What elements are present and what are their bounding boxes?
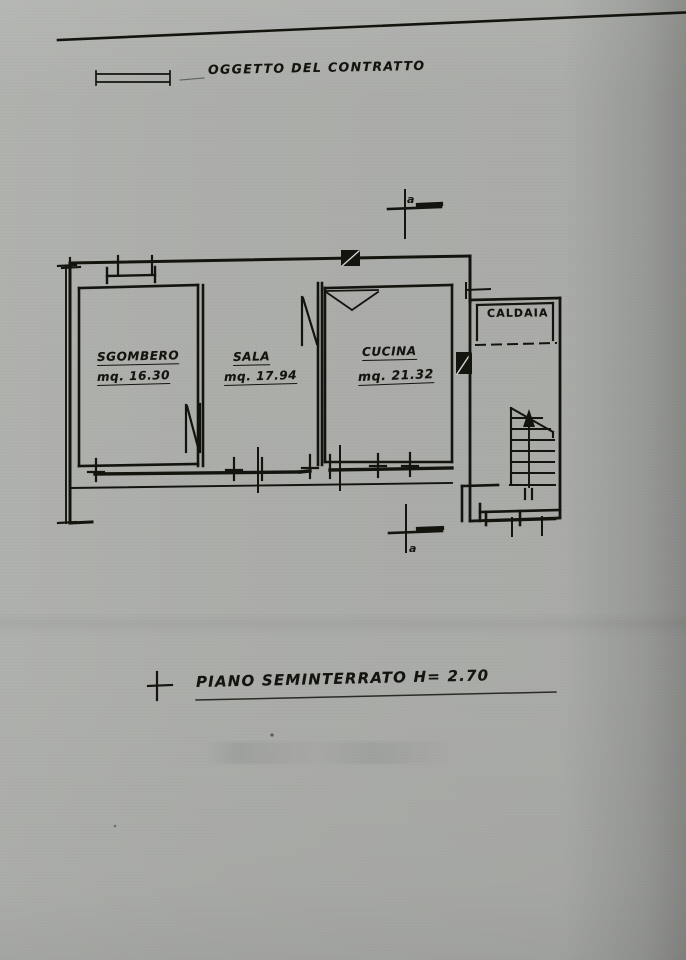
caption-tick xyxy=(146,670,174,702)
scan-artifact-dot xyxy=(270,733,274,737)
room-label-cucina: CUCINA xyxy=(361,343,417,361)
outer-wall-envelope xyxy=(68,254,472,525)
dimension-ticks-left xyxy=(56,263,78,525)
caldaia-room-box xyxy=(475,301,555,342)
section-marker-top-label: a xyxy=(407,193,415,206)
dimension-marks-right xyxy=(464,282,543,537)
room-area-sala: mq. 17.94 xyxy=(223,367,298,386)
room-label-sgombero: SGOMBERO xyxy=(96,348,180,366)
door-swing-sala-cucina xyxy=(324,289,380,312)
room-label-caldaia: CALDAIA xyxy=(486,306,549,320)
window-opening-sgombero xyxy=(105,265,157,285)
dimension-ticks-top xyxy=(60,254,154,278)
top-rule xyxy=(56,11,686,42)
stair-start-marker xyxy=(523,487,534,501)
dimension-marks-inner xyxy=(257,445,341,493)
legend-leader-line xyxy=(179,77,205,81)
dimension-ticks-bottom xyxy=(86,451,420,483)
section-marker-bottom-label: a xyxy=(409,542,417,555)
room-label-sala: SALA xyxy=(232,349,271,366)
door-leaf-sala-cucina xyxy=(300,295,320,347)
caldaia-dashed-partition xyxy=(474,341,558,347)
scan-artifact-dot-2 xyxy=(113,824,117,828)
legend-hatch-bar xyxy=(95,70,171,86)
caption-underline xyxy=(195,691,557,701)
stair-arrow-head xyxy=(523,409,535,427)
section-marker-top xyxy=(386,189,444,239)
room-area-sgombero: mq. 16.30 xyxy=(96,367,171,386)
room-area-cucina: mq. 21.32 xyxy=(357,366,435,386)
dimension-line-bottom xyxy=(69,482,453,489)
section-marker-bottom xyxy=(387,504,445,553)
bottom-wall-band xyxy=(93,466,454,476)
door-leaf-sgombero-sala xyxy=(184,402,202,454)
exterior-threshold-right xyxy=(460,483,562,527)
window-symbol-sala-outline xyxy=(341,250,360,267)
staircase xyxy=(508,406,557,487)
